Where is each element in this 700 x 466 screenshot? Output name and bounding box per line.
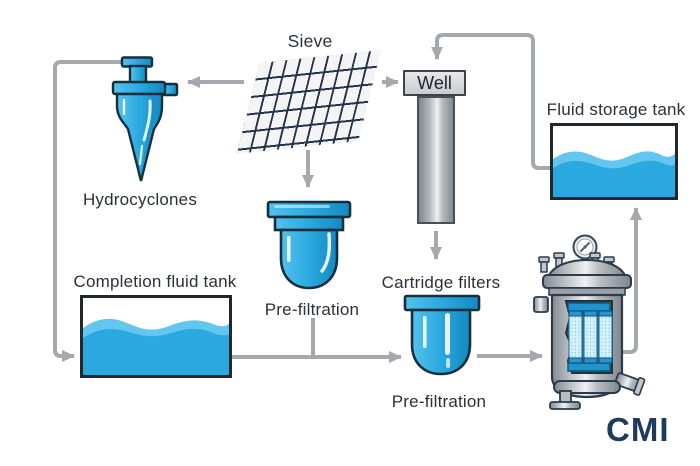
vessel-foot: [549, 390, 581, 410]
cartridge-filter-housing-icon: [403, 294, 481, 376]
filter-cartridges: [568, 310, 613, 364]
completion-tank-water: [83, 318, 229, 375]
vessel-flange: [542, 274, 632, 289]
pipe-storage-tank-to-well: [431, 33, 550, 170]
pre-filtration-top-label: Pre-filtration: [264, 300, 360, 319]
completion-fluid-tank-icon: [80, 295, 232, 378]
vessel-left-port: [533, 296, 549, 313]
hydrocyclones-label: Hydrocyclones: [82, 190, 198, 209]
cartridge-housing-highlight: [423, 313, 450, 368]
pre-filtration-bottom-label: Pre-filtration: [391, 392, 487, 411]
storage-tank-water: [553, 151, 675, 197]
fluid-storage-tank-label: Fluid storage tank: [546, 100, 686, 119]
cartridge-filters-label: Cartridge filters: [381, 273, 501, 292]
hydrocyclone-shading: [141, 96, 155, 177]
filter-vessel-icon: [533, 234, 646, 410]
hydrocyclone-highlight: [122, 98, 152, 166]
cartridge-manifold-bottom: [567, 362, 611, 372]
completion-fluid-tank-label: Completion fluid tank: [73, 272, 237, 291]
vessel-base: [553, 380, 621, 394]
well-icon: Well: [403, 70, 466, 96]
well-column: [417, 96, 455, 224]
cmi-logo: CMI: [606, 411, 670, 448]
pre-filtration-highlight-curve: [320, 232, 332, 273]
hydrocyclone-icon: [111, 56, 179, 182]
sieve-label: Sieve: [287, 31, 333, 51]
vessel-lid: [546, 258, 628, 278]
pipe-hydrocyclones-to-completion-tank: [53, 60, 124, 362]
pre-filtration-housing-icon: [266, 200, 352, 290]
well-label: Well: [417, 72, 452, 93]
fluid-storage-tank-icon: [550, 123, 678, 200]
vessel-drain-port: [614, 372, 646, 396]
pre-filtration-highlight: [274, 205, 330, 262]
pipe-vessel-to-storage-tank: [619, 207, 642, 354]
cartridge-manifold-top: [567, 302, 611, 312]
